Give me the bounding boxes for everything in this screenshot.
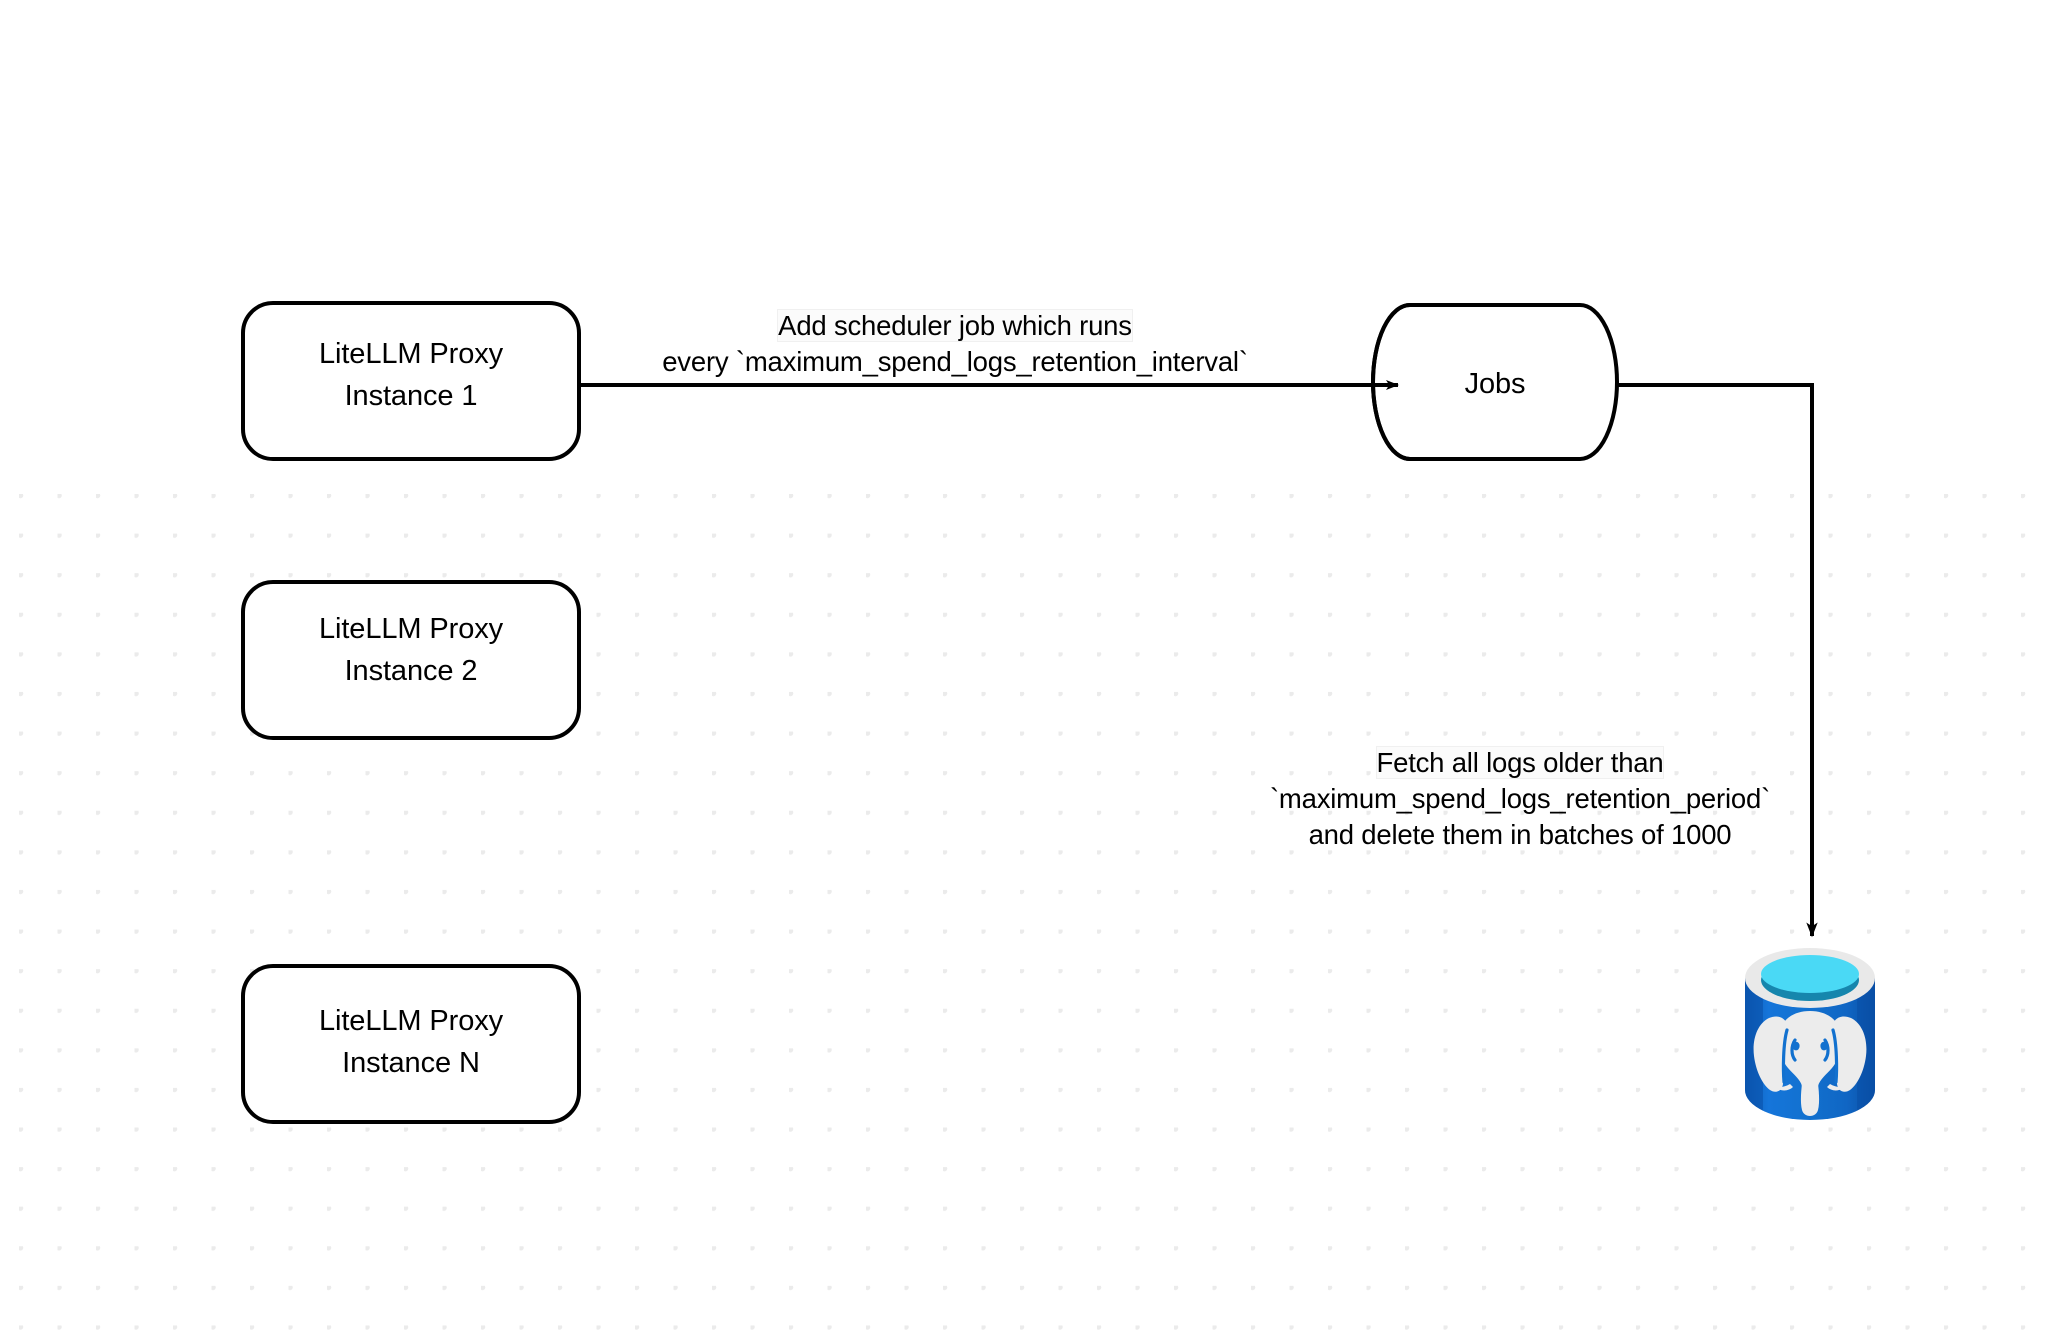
postgres-elephant-eyes	[1792, 1041, 1828, 1051]
edge-delete-logs-label-line2: `maximum_spend_logs_retention_period`	[1269, 783, 1771, 814]
edge-delete-logs-label-line1: Fetch all logs older than	[1376, 747, 1664, 778]
edge-scheduler-label: Add scheduler job which runs every `maxi…	[595, 308, 1315, 380]
edge-scheduler-label-line1: Add scheduler job which runs	[778, 310, 1132, 341]
node-jobs-cylinder[interactable]	[1371, 303, 1619, 461]
node-instance-2[interactable]	[241, 580, 581, 740]
node-instance-n[interactable]	[241, 964, 581, 1124]
postgresql-database-icon[interactable]	[1745, 948, 1875, 1123]
edge-delete-logs-line	[1617, 383, 1818, 938]
postgres-elephant-icon	[1753, 1011, 1867, 1116]
node-instance-1[interactable]	[241, 301, 581, 461]
edge-delete-logs-label-line3: and delete them in batches of 1000	[1308, 819, 1732, 850]
edge-delete-logs-label: Fetch all logs older than `maximum_spend…	[1240, 745, 1800, 853]
postgres-elephant-outlines	[1781, 1028, 1839, 1084]
edge-scheduler-label-line2: every `maximum_spend_logs_retention_inte…	[662, 346, 1248, 377]
